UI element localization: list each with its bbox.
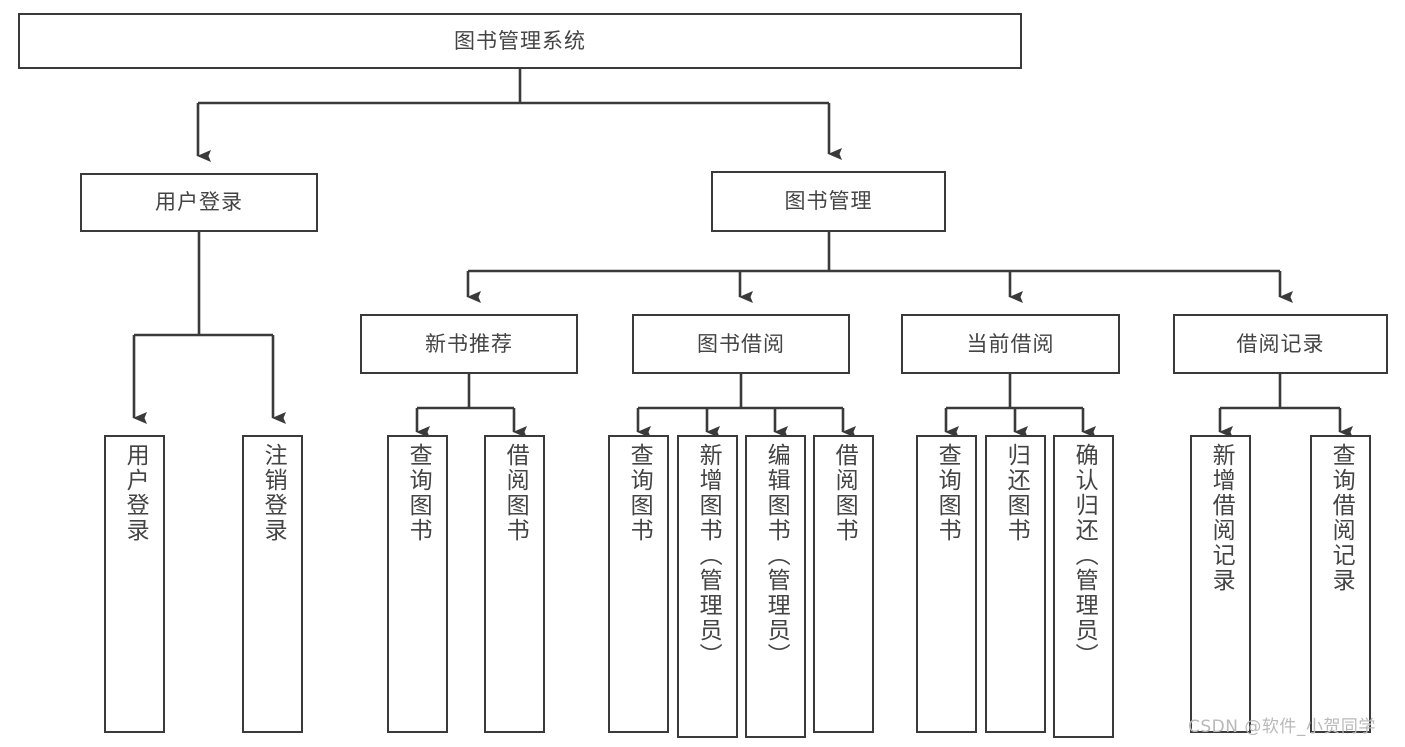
node-user-login[interactable]: 用户登录 <box>80 173 318 232</box>
leaf-query-book-recommend-label: 查询图书 <box>405 443 432 543</box>
leaf-query-borrow-record-label: 查询借阅记录 <box>1328 443 1355 593</box>
node-borrow-record[interactable]: 借阅记录 <box>1173 314 1388 374</box>
leaf-borrow-book-label: 借阅图书 <box>831 443 858 543</box>
node-new-book-recommend[interactable]: 新书推荐 <box>360 314 578 374</box>
node-new-book-recommend-label: 新书推荐 <box>425 331 513 356</box>
leaf-user-login-label: 用户登录 <box>122 443 149 543</box>
csdn-watermark: CSDN @软件_小贺同学 <box>1188 717 1376 737</box>
leaf-return-book[interactable]: 归还图书 <box>985 435 1046 733</box>
leaf-add-book-admin-label: 新增图书（管理员） <box>695 443 722 668</box>
leaf-add-borrow-record[interactable]: 新增借阅记录 <box>1190 435 1251 733</box>
leaf-query-book-borrow-label: 查询图书 <box>626 443 653 543</box>
leaf-borrow-book-recommend-label: 借阅图书 <box>502 443 529 543</box>
node-book-manage[interactable]: 图书管理 <box>711 171 946 232</box>
node-book-manage-label: 图书管理 <box>784 189 873 214</box>
node-current-borrow-label: 当前借阅 <box>966 331 1055 356</box>
leaf-edit-book-admin[interactable]: 编辑图书（管理员） <box>745 435 806 738</box>
node-book-borrow[interactable]: 图书借阅 <box>632 314 850 374</box>
leaf-query-book-current-label: 查询图书 <box>934 443 961 543</box>
leaf-add-book-admin[interactable]: 新增图书（管理员） <box>677 435 738 738</box>
leaf-query-book-recommend[interactable]: 查询图书 <box>387 435 448 733</box>
node-current-borrow[interactable]: 当前借阅 <box>901 314 1120 374</box>
leaf-confirm-return-admin-label: 确认归还（管理员） <box>1071 443 1098 668</box>
leaf-edit-book-admin-label: 编辑图书（管理员） <box>763 443 790 668</box>
node-root[interactable]: 图书管理系统 <box>18 13 1022 69</box>
leaf-query-book-borrow[interactable]: 查询图书 <box>608 435 669 733</box>
leaf-user-logout[interactable]: 注销登录 <box>242 435 303 733</box>
leaf-confirm-return-admin[interactable]: 确认归还（管理员） <box>1053 435 1114 738</box>
leaf-borrow-book[interactable]: 借阅图书 <box>813 435 874 733</box>
leaf-user-logout-label: 注销登录 <box>260 443 287 543</box>
node-user-login-label: 用户登录 <box>155 190 243 215</box>
leaf-add-borrow-record-label: 新增借阅记录 <box>1208 443 1235 593</box>
node-root-label: 图书管理系统 <box>454 28 586 53</box>
leaf-return-book-label: 归还图书 <box>1003 443 1030 543</box>
node-borrow-record-label: 借阅记录 <box>1236 331 1325 356</box>
leaf-user-login[interactable]: 用户登录 <box>104 435 165 733</box>
leaf-borrow-book-recommend[interactable]: 借阅图书 <box>484 435 545 733</box>
leaf-query-book-current[interactable]: 查询图书 <box>916 435 977 733</box>
leaf-query-borrow-record[interactable]: 查询借阅记录 <box>1310 435 1371 733</box>
node-book-borrow-label: 图书借阅 <box>697 331 785 356</box>
